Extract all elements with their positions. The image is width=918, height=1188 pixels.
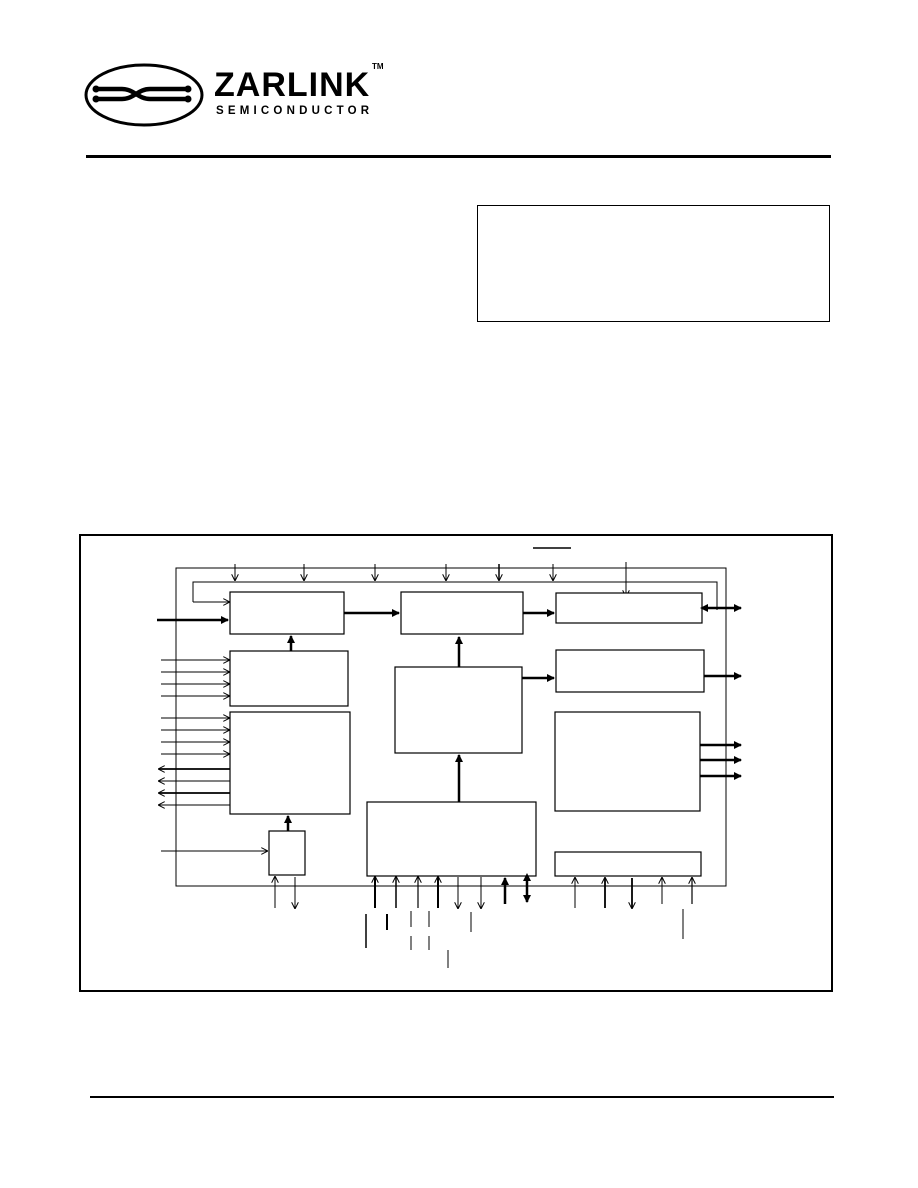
block-host-interface xyxy=(366,801,537,877)
footer-divider xyxy=(90,1096,834,1098)
top-inputs xyxy=(235,562,626,596)
trademark-mark: TM xyxy=(372,62,384,71)
brand-tagline: SEMICONDUCTOR xyxy=(216,105,374,117)
block-status xyxy=(554,851,702,877)
zarlink-logo: ZARLINK SEMICONDUCTOR TM xyxy=(82,62,392,128)
block-processing-unit xyxy=(400,591,524,635)
internal-bus xyxy=(192,581,718,610)
header-divider xyxy=(86,155,831,158)
chip-boundary xyxy=(175,567,727,887)
block-core xyxy=(394,666,523,754)
block-output-port-a xyxy=(555,592,703,624)
block-output-port-b xyxy=(555,649,705,693)
block-diagram-figure xyxy=(157,547,742,968)
block-diagram xyxy=(79,534,833,992)
block-output-driver xyxy=(554,711,701,812)
zarlink-swoosh-icon xyxy=(84,63,204,127)
block-clock xyxy=(268,830,306,876)
info-box xyxy=(477,205,830,322)
brand-name: ZARLINK xyxy=(214,66,371,104)
block-control-logic xyxy=(229,650,349,707)
block-interface xyxy=(229,711,351,815)
block-input-register xyxy=(229,591,345,635)
